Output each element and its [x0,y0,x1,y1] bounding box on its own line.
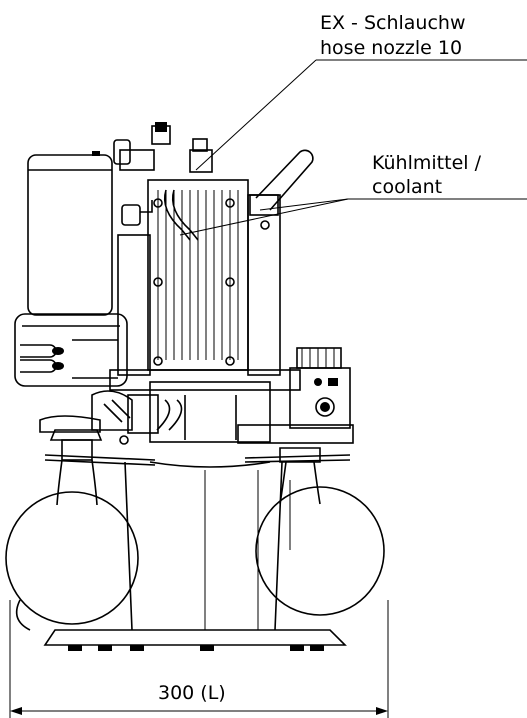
brackets [44,454,351,466]
dimension-line [9,600,389,718]
coolant-label-line2: coolant [372,176,443,198]
right-flask [255,447,385,616]
exhaust-label-line2: hose nozzle 10 [320,37,463,59]
control-unit [237,347,354,444]
motor-housing [14,151,128,387]
valve-cluster [39,390,159,445]
middle-frame [109,369,301,443]
top-fittings [113,122,213,241]
width-dimension-label: 300 (L) [158,682,226,704]
left-flask [5,429,139,631]
exhaust-label-line1: EX - Schlauchw [320,12,466,34]
cylinder-head [117,149,314,376]
leader-lines [179,59,527,236]
coolant-label-line1: Kühlmittel / [372,152,481,174]
chassis-base [43,461,347,651]
